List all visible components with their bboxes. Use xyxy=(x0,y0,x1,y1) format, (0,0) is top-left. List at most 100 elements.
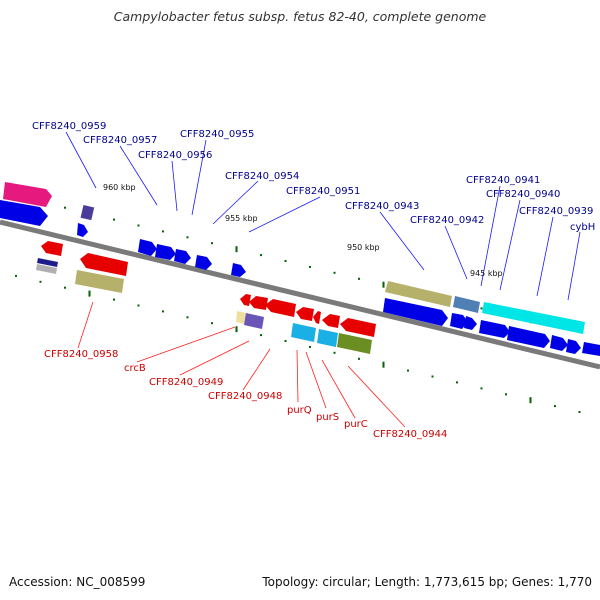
reverse-strand-features xyxy=(36,241,376,354)
gene-feature-blue[interactable] xyxy=(479,320,510,338)
minor-tick xyxy=(358,277,360,280)
gene-feature-blue[interactable] xyxy=(507,326,550,348)
minor-tick xyxy=(137,224,140,227)
gene-label-CFF8240_0949[interactable]: CFF8240_0949 xyxy=(149,377,223,388)
minor-tick xyxy=(137,304,140,307)
minor-tick xyxy=(211,322,213,325)
gene-label-CFF8240_0958[interactable]: CFF8240_0958 xyxy=(44,349,118,360)
accession-text: Accession: NC_008599 xyxy=(9,575,146,589)
gene-label-purS[interactable]: purS xyxy=(316,412,339,423)
minor-tick xyxy=(186,316,189,319)
minor-tick xyxy=(309,265,311,268)
gene-feature-blue[interactable] xyxy=(138,239,157,256)
gene-feature-blue[interactable] xyxy=(550,335,568,351)
gene-feature-red[interactable] xyxy=(322,314,340,328)
gene-label-CFF8240_0956[interactable]: CFF8240_0956 xyxy=(138,150,212,161)
gene-feature-red[interactable] xyxy=(296,307,314,321)
major-tick xyxy=(382,361,385,368)
gene-label-CFF8240_0939[interactable]: CFF8240_0939 xyxy=(519,206,593,217)
gene-feature-slate[interactable] xyxy=(80,205,95,221)
gene-feature-blue[interactable] xyxy=(566,339,581,354)
gene-label-CFF8240_0951[interactable]: CFF8240_0951 xyxy=(286,186,360,197)
kbp-label-955: 955 kbp xyxy=(225,214,258,223)
gene-feature-olive[interactable] xyxy=(75,270,124,293)
genome-backbone xyxy=(0,219,600,370)
minor-tick xyxy=(578,411,581,413)
gene-feature-red[interactable] xyxy=(80,253,128,276)
gene-feature-red[interactable] xyxy=(313,311,321,324)
gene-feature-blue[interactable] xyxy=(582,342,600,356)
gene-label-CFF8240_0944[interactable]: CFF8240_0944 xyxy=(373,429,447,440)
gene-label-CFF8240_0943[interactable]: CFF8240_0943 xyxy=(345,201,419,212)
minor-tick xyxy=(113,298,115,301)
gene-label-CFF8240_0957[interactable]: CFF8240_0957 xyxy=(83,135,157,146)
minor-tick xyxy=(431,375,434,378)
gene-label-crcB[interactable]: crcB xyxy=(124,363,146,374)
gene-feature-red[interactable] xyxy=(240,294,251,306)
gene-feature-red[interactable] xyxy=(340,318,376,337)
gene-label-CFF8240_0948[interactable]: CFF8240_0948 xyxy=(208,391,282,402)
minor-tick xyxy=(113,218,115,221)
minor-tick xyxy=(64,206,66,209)
minor-tick xyxy=(284,340,287,342)
gene-feature-blue[interactable] xyxy=(174,249,191,264)
minor-tick xyxy=(284,260,287,262)
minor-tick xyxy=(260,334,262,337)
minor-tick xyxy=(480,307,483,310)
minor-tick xyxy=(407,369,409,372)
scale-ticks xyxy=(15,194,581,413)
genome-summary-text: Topology: circular; Length: 1,773,615 bp… xyxy=(262,575,592,589)
minor-tick xyxy=(358,357,360,360)
gene-feature-blue[interactable] xyxy=(195,255,212,270)
gene-label-CFF8240_0940[interactable]: CFF8240_0940 xyxy=(486,189,560,200)
label-leader-lines xyxy=(65,131,581,428)
minor-tick xyxy=(260,254,262,257)
gene-label-cybH[interactable]: cybH xyxy=(570,222,595,233)
gene-feature-yellow[interactable] xyxy=(236,311,246,324)
gene-feature-red[interactable] xyxy=(265,299,296,317)
major-tick xyxy=(529,397,532,404)
major-tick xyxy=(235,326,238,333)
gene-feature-red[interactable] xyxy=(41,241,63,256)
gene-feature-blue[interactable] xyxy=(464,316,477,330)
gene-feature-green[interactable] xyxy=(337,333,372,354)
gene-feature-steel[interactable] xyxy=(453,296,480,313)
gene-feature-purple[interactable] xyxy=(244,313,264,329)
forward-gene-labels: CFF8240_0959 CFF8240_0957 CFF8240_0956 C… xyxy=(32,121,595,233)
gene-feature-skyblue[interactable] xyxy=(291,323,316,342)
gene-feature-blue[interactable] xyxy=(383,298,448,326)
gene-feature-blue[interactable] xyxy=(0,200,48,226)
major-tick xyxy=(235,246,238,253)
minor-tick xyxy=(554,405,556,408)
gene-label-CFF8240_0941[interactable]: CFF8240_0941 xyxy=(466,175,540,186)
gene-feature-skyblue[interactable] xyxy=(317,329,338,347)
minor-tick xyxy=(162,230,164,233)
gene-feature-navy[interactable] xyxy=(37,258,58,267)
gene-feature-blue[interactable] xyxy=(231,263,246,277)
gene-feature-blue[interactable] xyxy=(155,244,176,260)
major-tick xyxy=(88,290,91,297)
gene-label-CFF8240_0955[interactable]: CFF8240_0955 xyxy=(180,129,254,140)
minor-tick xyxy=(309,345,311,348)
kbp-label-945: 945 kbp xyxy=(470,269,503,278)
gene-feature-blue[interactable] xyxy=(77,223,88,237)
forward-strand-features xyxy=(0,182,600,356)
minor-tick xyxy=(186,236,189,239)
gene-feature-cyan[interactable] xyxy=(482,302,585,334)
gene-feature-red[interactable] xyxy=(249,296,268,310)
gene-label-purC[interactable]: purC xyxy=(344,419,368,430)
gene-feature-olive[interactable] xyxy=(385,281,452,307)
gene-label-CFF8240_0954[interactable]: CFF8240_0954 xyxy=(225,171,299,182)
minor-tick xyxy=(162,310,164,313)
minor-tick xyxy=(64,286,66,289)
gene-label-purQ[interactable]: purQ xyxy=(287,405,312,416)
gene-label-CFF8240_0959[interactable]: CFF8240_0959 xyxy=(32,121,106,132)
minor-tick xyxy=(480,387,483,390)
gene-feature-gray[interactable] xyxy=(36,264,57,274)
gene-feature-blue[interactable] xyxy=(450,313,468,329)
gene-label-CFF8240_0942[interactable]: CFF8240_0942 xyxy=(410,215,484,226)
kbp-labels: 960 kbp 955 kbp 950 kbp 945 kbp xyxy=(103,183,503,278)
gene-feature-magenta[interactable] xyxy=(3,182,52,207)
